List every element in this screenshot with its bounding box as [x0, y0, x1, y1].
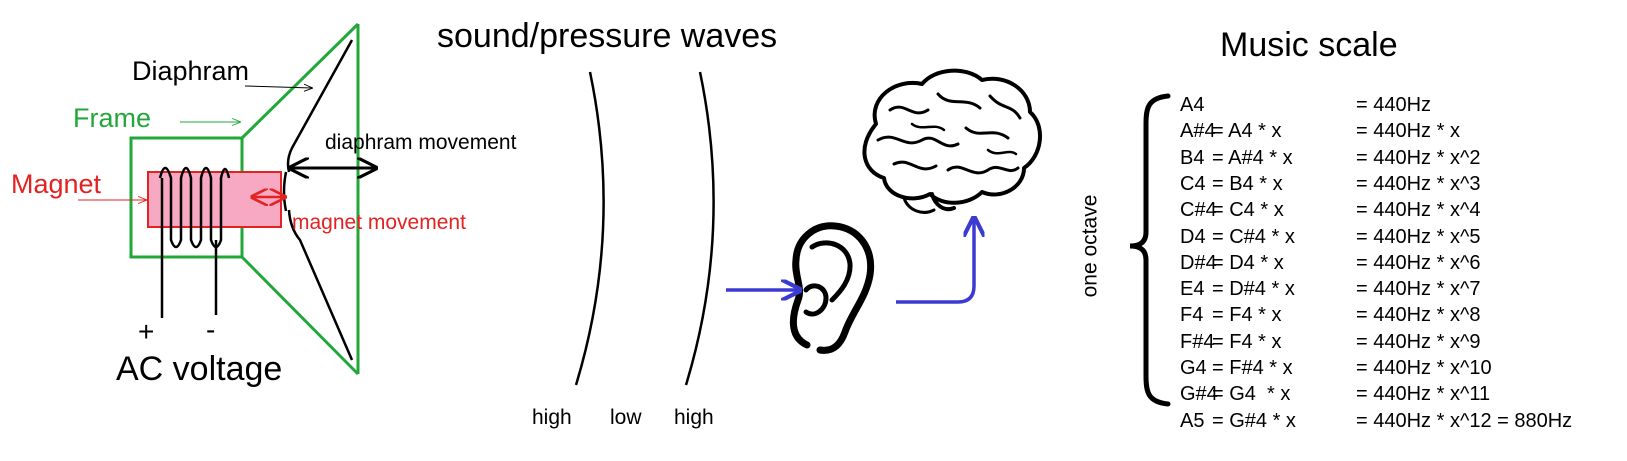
negative-terminal-label: -: [206, 314, 216, 345]
scale-relation: = F#4 * x: [1212, 357, 1293, 379]
ear: [789, 222, 875, 354]
ac-voltage-label: AC voltage: [116, 350, 283, 388]
scale-frequency: = 440Hz * x^10: [1356, 357, 1492, 379]
scale-frequency: = 440Hz * x^7: [1356, 278, 1481, 301]
sound-waves: [574, 71, 715, 386]
scale-note: C4: [1180, 172, 1206, 195]
scale-note: B4: [1180, 146, 1205, 169]
frame-label: Frame: [73, 103, 152, 133]
ear-to-brain-arrow: [896, 220, 974, 304]
scale-relation: = G4 * x: [1212, 383, 1291, 406]
diaphram-movement-label: diaphram movement: [325, 131, 517, 154]
scale-frequency: = 440Hz * x^11: [1356, 383, 1491, 406]
scale-relation: = D#4 * x: [1212, 278, 1295, 301]
scale-frequency: = 440Hz: [1356, 94, 1432, 116]
wave-label-high-2: high: [674, 406, 714, 429]
scale-note: A5: [1180, 409, 1205, 432]
magnet: [147, 171, 282, 228]
wave-label-low: low: [610, 406, 642, 429]
scale-relation: = C4 * x: [1212, 199, 1284, 222]
scale-relation: = C#4 * x: [1212, 225, 1295, 248]
octave-brace: [1129, 93, 1171, 407]
scale-frequency: = 440Hz * x^5: [1356, 225, 1481, 248]
scale-relation: = B4 * x: [1212, 172, 1283, 195]
scale-frequency: = 440Hz * x^8: [1356, 304, 1481, 327]
scale-note: D4: [1180, 225, 1206, 248]
wave-label-high-1: high: [532, 406, 572, 429]
scale-frequency: = 440Hz * x^12 = 880Hz: [1356, 409, 1573, 432]
scale-relation: = G#4 * x: [1212, 409, 1296, 432]
scale-relation: = A#4 * x: [1212, 146, 1293, 169]
scale-note: F#4: [1180, 330, 1215, 353]
scale-frequency: = 440Hz * x^9: [1356, 330, 1481, 353]
scale-note: A4: [1180, 94, 1205, 116]
scale-relation: = F4 * x: [1212, 304, 1282, 327]
magnet-label: Magnet: [11, 169, 102, 199]
octave-label: one octave: [1078, 194, 1102, 298]
scale-frequency: = 440Hz * x^6: [1356, 251, 1481, 274]
diaphram-label: Diaphram: [132, 56, 250, 86]
speaker: [78, 22, 376, 376]
scale-relation: = D4 * x: [1212, 251, 1284, 274]
scale-relation: = F4 * x: [1212, 330, 1282, 353]
magnet-movement-label: magnet movement: [292, 211, 466, 234]
diaphram-pointer-arrow: [244, 86, 312, 88]
scale-note: A#4: [1180, 120, 1216, 143]
scale-note: G4: [1180, 357, 1207, 379]
brain: [862, 68, 1043, 214]
scale-note: G#4: [1180, 383, 1218, 406]
music-scale-title: Music scale: [1220, 26, 1398, 64]
speaker-frame: [129, 22, 360, 376]
scale-frequency: = 440Hz * x^3: [1356, 172, 1481, 195]
scale-frequency: = 440Hz * x: [1356, 120, 1460, 143]
scale-note: D#4: [1180, 251, 1217, 274]
diaphram-cone-edge: [282, 171, 288, 212]
voice-coil: [158, 166, 231, 249]
scale-frequency: = 440Hz * x^2: [1356, 146, 1481, 169]
positive-terminal-label: +: [138, 316, 155, 347]
scale-relation: = A4 * x: [1212, 120, 1282, 143]
scale-note: C#4: [1180, 199, 1217, 222]
scale-note: F4: [1180, 304, 1204, 327]
sound-waves-title: sound/pressure waves: [437, 17, 778, 55]
scale-note: E4: [1180, 278, 1205, 301]
scale-frequency: = 440Hz * x^4: [1356, 199, 1481, 222]
